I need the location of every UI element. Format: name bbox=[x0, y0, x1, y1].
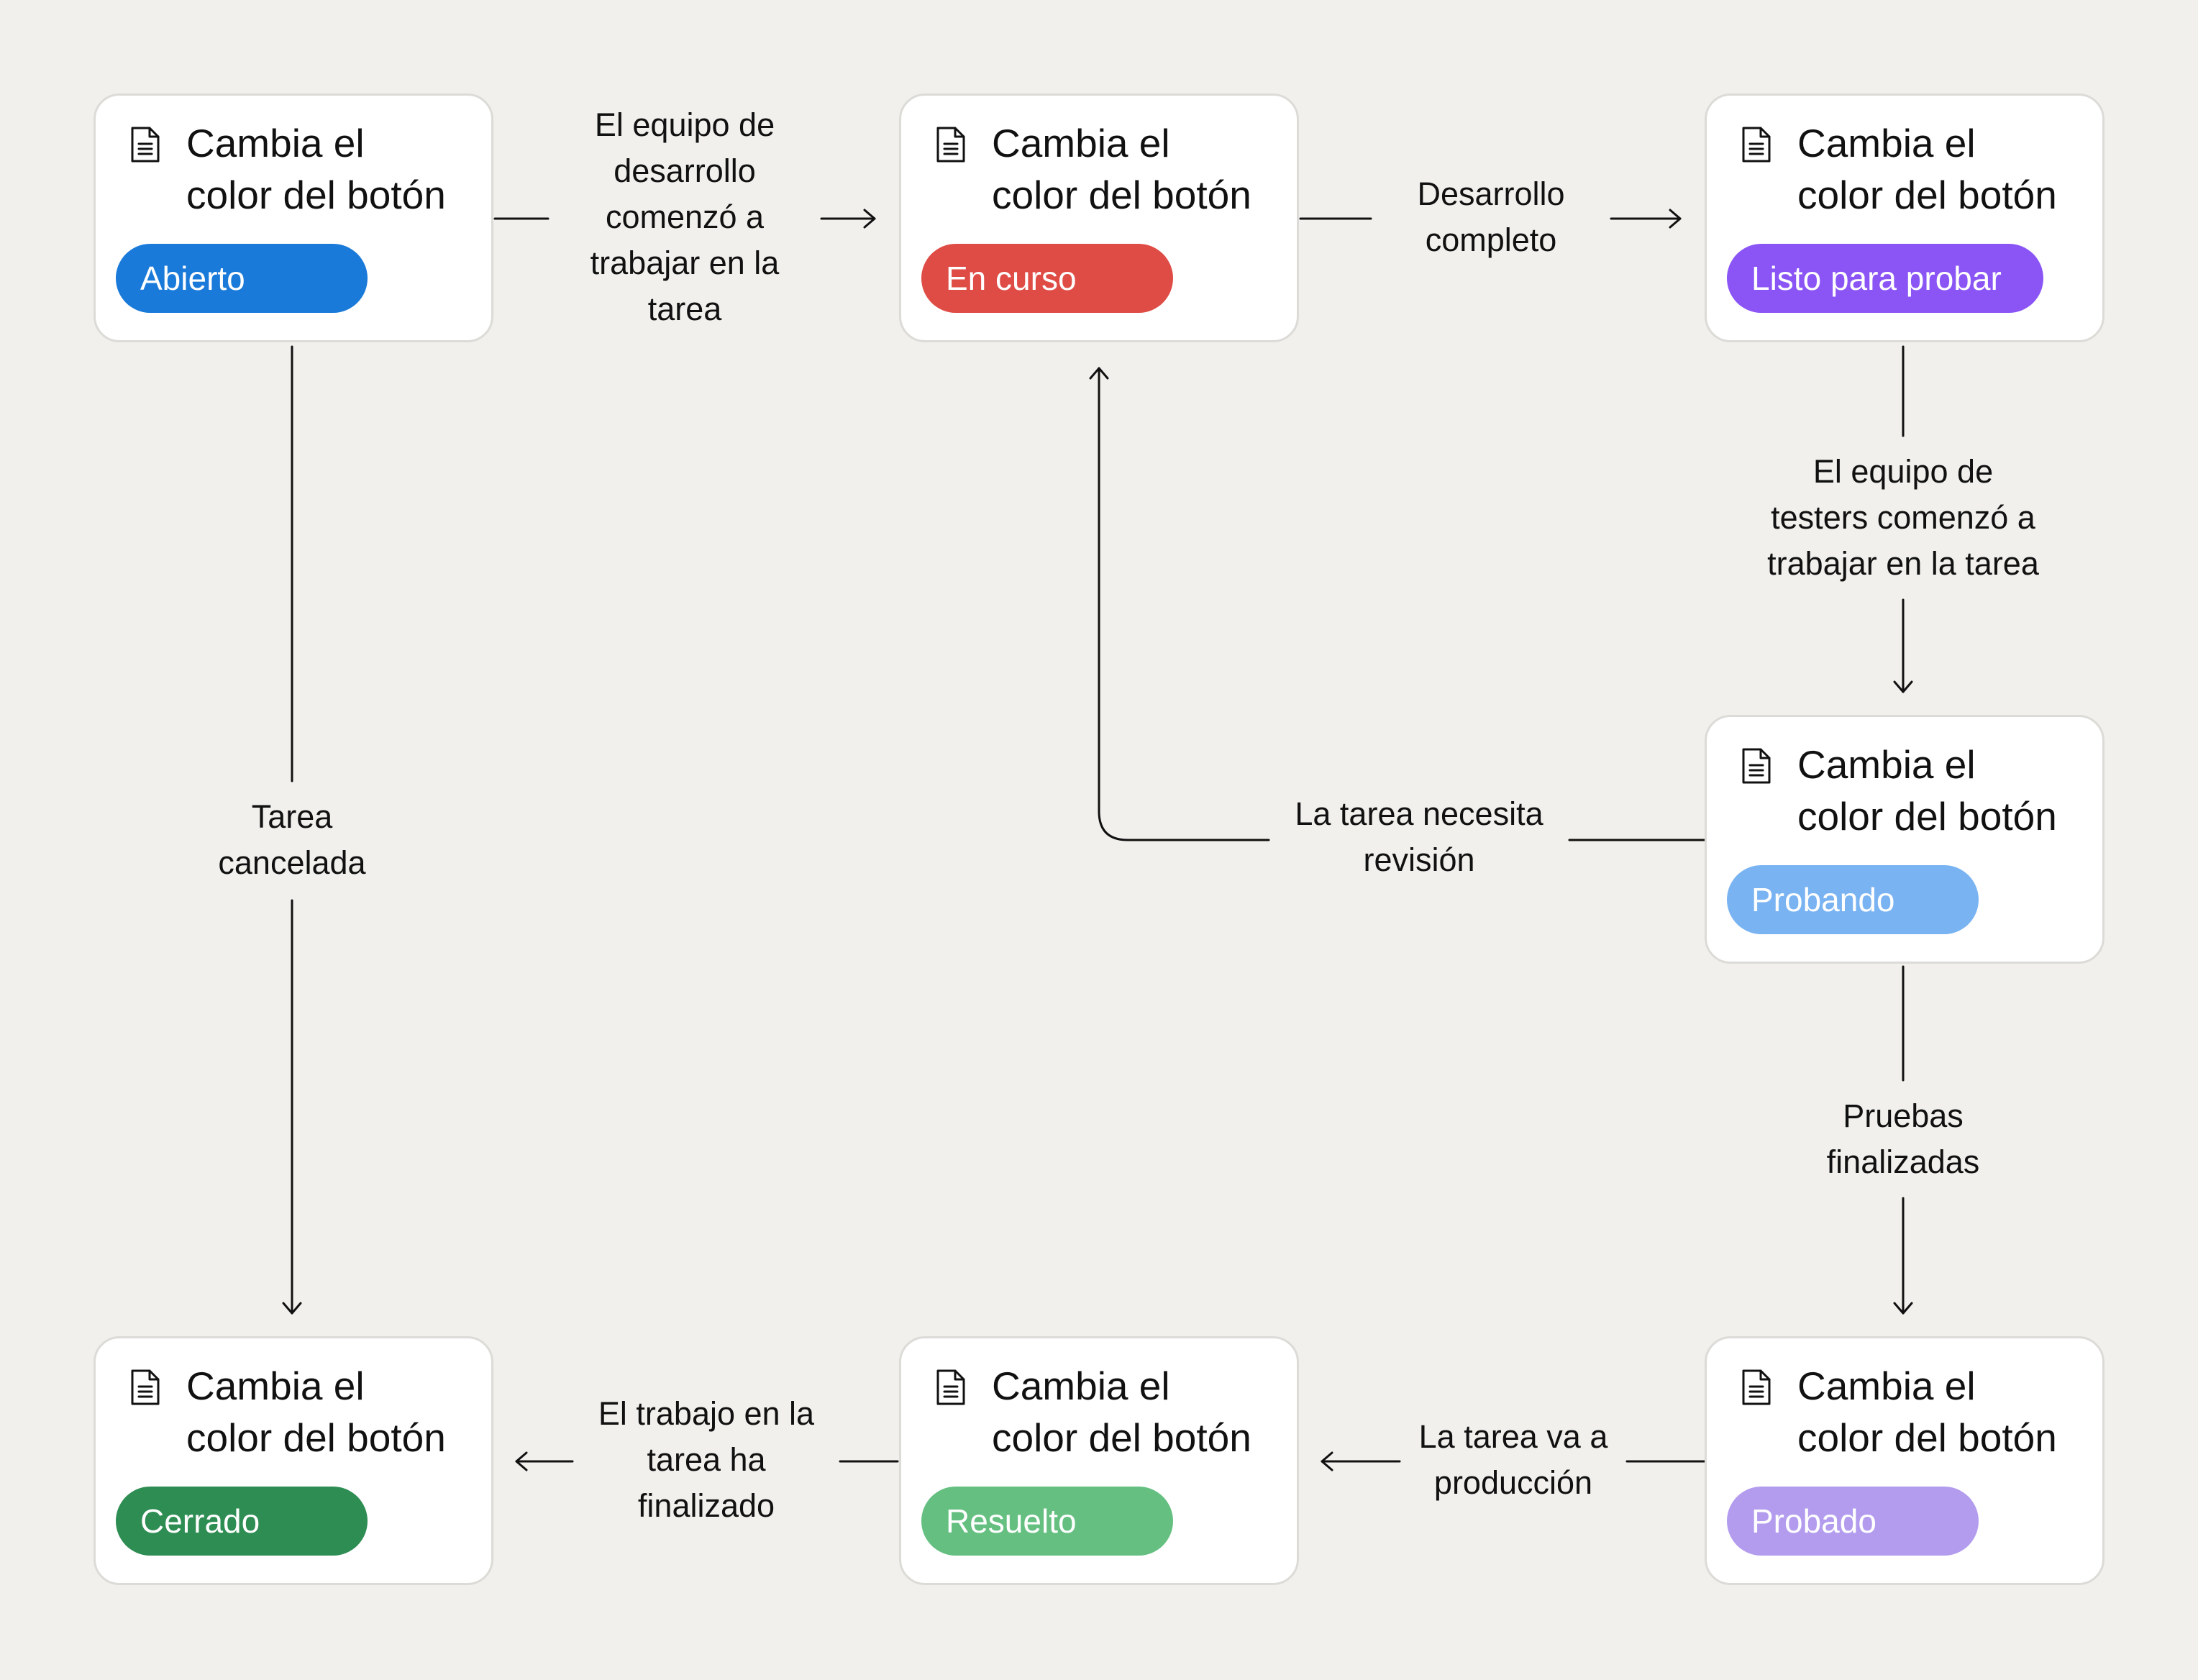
card-probando[interactable]: Cambia el color del botón Probando bbox=[1705, 715, 2104, 964]
card-title-line: color del botón bbox=[992, 173, 1251, 217]
card-title-line: color del botón bbox=[186, 1415, 446, 1460]
edge-label-line: cancelada bbox=[218, 844, 366, 881]
status-badge-abierto[interactable]: Abierto bbox=[116, 244, 368, 313]
card-title: Cambia el color del botón bbox=[186, 1360, 481, 1464]
edge-label-line: completo bbox=[1425, 222, 1557, 258]
card-en-curso[interactable]: Cambia el color del botón En curso bbox=[899, 93, 1299, 342]
document-icon bbox=[936, 126, 966, 163]
status-badge-probado[interactable]: Probado bbox=[1727, 1487, 1979, 1556]
card-title-line: color del botón bbox=[1797, 173, 2057, 217]
card-abierto[interactable]: Cambia el color del botón Abierto bbox=[94, 93, 493, 342]
status-badge-cerrado[interactable]: Cerrado bbox=[116, 1487, 368, 1556]
card-title: Cambia el color del botón bbox=[1797, 739, 2092, 842]
card-title: Cambia el color del botón bbox=[186, 117, 481, 221]
card-title-line: color del botón bbox=[992, 1415, 1251, 1460]
edge-probando-probado bbox=[1893, 965, 1913, 1315]
edge-probado-resuelto bbox=[1321, 1451, 1706, 1471]
edge-label-line: trabajar en la tarea bbox=[1767, 545, 2039, 582]
edge-label-line: tarea ha bbox=[647, 1441, 766, 1478]
card-probado[interactable]: Cambia el color del botón Probado bbox=[1705, 1336, 2104, 1585]
card-resuelto[interactable]: Cambia el color del botón Resuelto bbox=[899, 1336, 1299, 1585]
edge-label-line: Tarea bbox=[251, 798, 333, 835]
edge-label-probando-probado: Pruebas finalizadas bbox=[1774, 1093, 2033, 1185]
card-title-line: color del botón bbox=[186, 173, 446, 217]
card-title-line: Cambia el bbox=[1797, 121, 1976, 165]
card-title-line: color del botón bbox=[1797, 794, 2057, 839]
card-title: Cambia el color del botón bbox=[992, 1360, 1287, 1464]
edge-abierto-cerrado bbox=[282, 345, 302, 1315]
edge-label-line: testers comenzó a bbox=[1771, 499, 2035, 536]
edge-en-curso-listo bbox=[1299, 209, 1682, 229]
card-title-line: Cambia el bbox=[1797, 1364, 1976, 1408]
document-icon bbox=[130, 126, 160, 163]
edge-label-line: El equipo de bbox=[1812, 453, 1994, 490]
edge-label-line: comenzó a bbox=[605, 198, 765, 235]
edge-label-line: trabajar en la bbox=[590, 245, 780, 281]
card-title-line: Cambia el bbox=[992, 121, 1170, 165]
edge-label-probando-en-curso: La tarea necesita revisión bbox=[1269, 791, 1569, 883]
edge-label-line: El trabajo en la bbox=[598, 1395, 815, 1432]
edge-label-resuelto-cerrado: El trabajo en la tarea ha finalizado bbox=[573, 1391, 840, 1529]
card-cerrado[interactable]: Cambia el color del botón Cerrado bbox=[94, 1336, 493, 1585]
edge-label-line: finalizado bbox=[637, 1487, 775, 1524]
edge-listo-probando bbox=[1893, 345, 1913, 693]
status-badge-listo-para-probar[interactable]: Listo para probar bbox=[1727, 244, 2043, 313]
edge-label-line: La tarea necesita bbox=[1295, 795, 1543, 832]
document-icon bbox=[936, 1369, 966, 1406]
edge-label-line: El equipo de bbox=[594, 106, 775, 143]
card-title: Cambia el color del botón bbox=[1797, 117, 2092, 221]
card-title-line: color del botón bbox=[1797, 1415, 2057, 1460]
card-title-line: Cambia el bbox=[992, 1364, 1170, 1408]
edge-label-en-curso-listo: Desarrollo completo bbox=[1371, 171, 1611, 263]
document-icon bbox=[130, 1369, 160, 1406]
edge-label-listo-probando: El equipo de testers comenzó a trabajar … bbox=[1730, 449, 2076, 587]
card-title-line: Cambia el bbox=[186, 1364, 365, 1408]
document-icon bbox=[1741, 126, 1771, 163]
card-title-line: Cambia el bbox=[186, 121, 365, 165]
edge-label-line: revisión bbox=[1363, 841, 1475, 878]
card-title: Cambia el color del botón bbox=[1797, 1360, 2092, 1464]
edge-probando-en-curso bbox=[1089, 367, 1706, 841]
edge-label-line: finalizadas bbox=[1826, 1143, 1980, 1180]
status-badge-probando[interactable]: Probando bbox=[1727, 865, 1979, 934]
edge-abierto-en-curso bbox=[493, 209, 876, 229]
edge-label-line: Desarrollo bbox=[1417, 175, 1565, 212]
edge-label-line: producción bbox=[1433, 1464, 1593, 1501]
edge-label-line: tarea bbox=[647, 291, 722, 327]
status-badge-resuelto[interactable]: Resuelto bbox=[921, 1487, 1173, 1556]
card-title-line: Cambia el bbox=[1797, 742, 1976, 787]
document-icon bbox=[1741, 747, 1771, 785]
edge-label-probado-resuelto: La tarea va a producción bbox=[1400, 1414, 1627, 1506]
edge-label-abierto-cerrado: Tarea cancelada bbox=[177, 794, 407, 886]
edge-resuelto-cerrado bbox=[515, 1451, 899, 1471]
card-listo-para-probar[interactable]: Cambia el color del botón Listo para pro… bbox=[1705, 93, 2104, 342]
edge-label-line: desarrollo bbox=[614, 152, 756, 189]
document-icon bbox=[1741, 1369, 1771, 1406]
status-badge-en-curso[interactable]: En curso bbox=[921, 244, 1173, 313]
card-title: Cambia el color del botón bbox=[992, 117, 1287, 221]
edge-label-line: La tarea va a bbox=[1418, 1418, 1608, 1455]
edge-label-line: Pruebas bbox=[1843, 1097, 1964, 1134]
edge-label-abierto-en-curso: El equipo de desarrollo comenzó a trabaj… bbox=[548, 102, 821, 332]
